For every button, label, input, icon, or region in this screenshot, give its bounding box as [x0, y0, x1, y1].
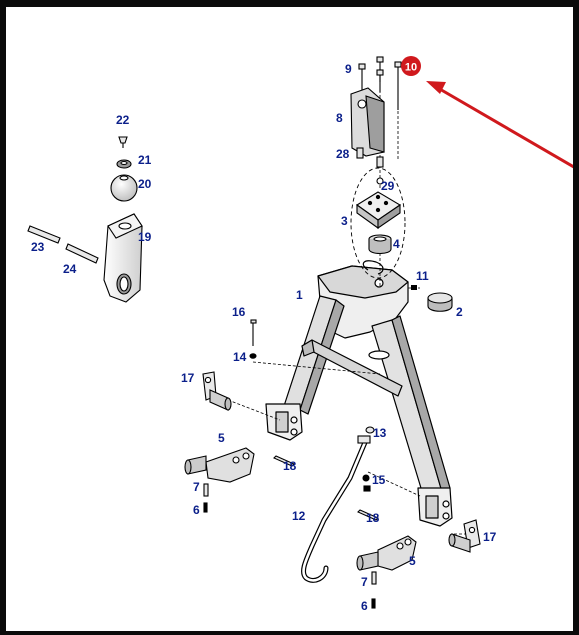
lift-arm-assembly	[27, 136, 143, 303]
top-bracket-assembly	[350, 56, 406, 279]
part-labels: 1 2 3 4 5 5 6 6 7 7 8 9 11 12 13 14 15 1…	[31, 62, 497, 614]
label-part-17-right: 17	[483, 530, 497, 544]
label-part-2: 2	[456, 305, 463, 319]
parts-diagram-sheet: 1 2 3 4 5 5 6 6 7 7 8 9 11 12 13 14 15 1…	[6, 7, 573, 631]
label-part-9: 9	[345, 62, 352, 76]
exploded-parts-diagram: 1 2 3 4 5 5 6 6 7 7 8 9 11 12 13 14 15 1…	[27, 56, 573, 614]
label-part-23: 23	[31, 240, 45, 254]
label-part-15: 15	[372, 473, 386, 487]
label-part-29: 29	[381, 179, 395, 193]
bolt-part	[358, 56, 402, 110]
label-part-18-left: 18	[283, 459, 297, 473]
label-part-13: 13	[373, 426, 387, 440]
small-bolt-part	[411, 285, 417, 290]
label-part-6-right: 6	[361, 599, 368, 613]
label-part-4: 4	[393, 237, 400, 251]
pivot-pin-right-part	[448, 519, 481, 553]
highlight-badge	[401, 56, 421, 76]
highlight-callout	[401, 56, 573, 169]
arrow-head-icon	[426, 81, 446, 94]
label-part-24: 24	[63, 262, 77, 276]
label-part-28: 28	[336, 147, 350, 161]
label-part-20: 20	[138, 177, 152, 191]
label-part-17-left: 17	[181, 371, 195, 385]
label-part-3: 3	[341, 214, 348, 228]
cap-part	[427, 292, 453, 312]
pivot-pin-left-part	[202, 371, 232, 411]
label-part-21: 21	[138, 153, 152, 167]
pin-16-part	[249, 319, 257, 359]
label-part-1: 1	[296, 288, 303, 302]
clamp-left-assembly	[184, 447, 295, 513]
label-part-5-right: 5	[409, 554, 416, 568]
label-part-14: 14	[233, 350, 247, 364]
label-part-16: 16	[232, 305, 246, 319]
label-part-18-right: 18	[366, 511, 380, 525]
label-part-5-left: 5	[218, 431, 225, 445]
highlight-arrow	[437, 86, 573, 169]
rod-12-part	[301, 426, 375, 583]
label-part-8: 8	[336, 111, 343, 125]
highlight-badge-label: 10	[405, 62, 417, 74]
a-frame-part	[265, 260, 453, 527]
label-part-7-left: 7	[193, 480, 200, 494]
label-part-11: 11	[416, 269, 429, 283]
label-part-22: 22	[116, 113, 130, 127]
clamp-right-assembly	[356, 509, 417, 609]
label-part-6-left: 6	[193, 503, 200, 517]
label-part-7-right: 7	[361, 575, 368, 589]
label-part-19: 19	[138, 230, 152, 244]
label-part-12: 12	[292, 509, 306, 523]
